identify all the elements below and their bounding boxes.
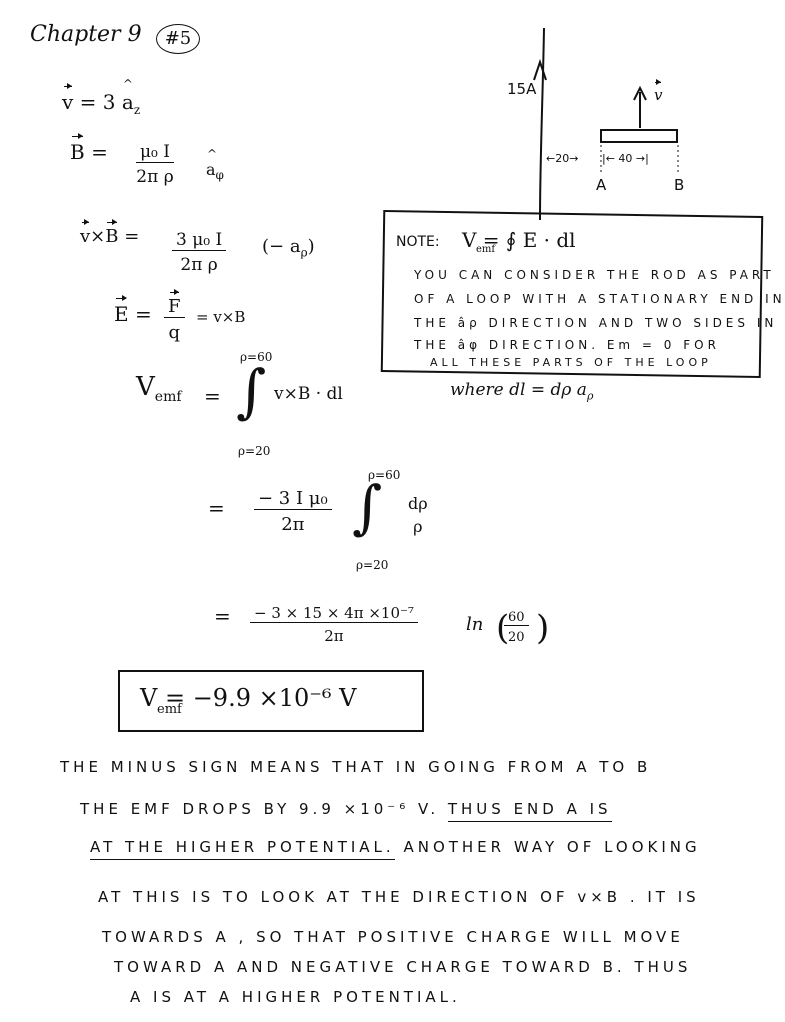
eq-vxb-unit: (− aρ) xyxy=(262,236,315,260)
velocity-label: v xyxy=(654,79,663,104)
explanation-underline-2: AT THE HIGHER POTENTIAL. xyxy=(90,838,395,860)
note-lead: NOTE: xyxy=(396,234,440,250)
eq-velocity: v = 3 az xyxy=(62,77,140,117)
current-arrow xyxy=(533,58,547,81)
eq-step2-dp-fraction: dρ ρ xyxy=(408,494,428,536)
problem-number-text: #5 xyxy=(164,28,192,49)
explanation-line-5: TOWARDS A , SO THAT POSITIVE CHARGE WILL… xyxy=(102,928,684,946)
eq-efield-rhs: = v×B xyxy=(196,308,246,326)
note-line-3: THE âρ DIRECTION AND TWO SIDES IN xyxy=(414,316,778,330)
answer-box xyxy=(118,670,424,732)
eq-vxb-lhs: v×B = xyxy=(80,219,140,247)
eq-step2-eq: = xyxy=(208,496,225,520)
note-formula-sub: emf xyxy=(476,244,496,255)
chapter-title: Chapter 9 xyxy=(30,22,142,47)
eq-efield-lhs: E = xyxy=(114,295,152,326)
end-a-label: A xyxy=(596,176,607,194)
eq-step2-fraction: − 3 I μ₀ 2π xyxy=(254,488,332,535)
dist-near-label: ←20→ xyxy=(546,152,579,165)
eq-step3-ln: ln xyxy=(466,614,484,635)
eq-efield-fraction: F q xyxy=(164,289,185,343)
eq-step3-eq: = xyxy=(214,604,231,628)
dist-rod-label: |← 40 →| xyxy=(602,152,649,165)
eq-step3-ln-fraction: 60 20 xyxy=(504,610,529,645)
eq-step3-paren-close: ) xyxy=(536,608,550,648)
eq-field-fraction: μ₀ I 2π ρ xyxy=(136,142,174,187)
current-label: 15A xyxy=(507,80,537,98)
rod xyxy=(600,129,678,143)
current-wire xyxy=(539,27,545,221)
eq-vemf-upper: ρ=60 xyxy=(240,350,273,364)
explanation-line-2: THE EMF DROPS BY 9.9 ×10⁻⁶ V. THUS END A… xyxy=(80,800,612,822)
note-line-5: ALL THESE PARTS OF THE LOOP xyxy=(430,356,712,369)
explanation-line-6: TOWARD A AND NEGATIVE CHARGE TOWARD B. T… xyxy=(114,958,692,976)
eq-vxb-fraction: 3 μ₀ I 2π ρ xyxy=(172,230,227,275)
eq-field-unit: aφ xyxy=(206,147,224,182)
eq-vemf-integrand: v×B · dl xyxy=(274,384,343,404)
note-formula: V = ∮ E · dl xyxy=(462,228,576,252)
note-line-2: OF A LOOP WITH A STATIONARY END IN xyxy=(414,292,785,306)
explanation-line-3: AT THE HIGHER POTENTIAL. ANOTHER WAY OF … xyxy=(90,838,701,860)
eq-step3-paren-open: ( xyxy=(496,608,510,648)
explanation-underline-1: THUS END A IS xyxy=(447,800,612,822)
velocity-arrow-head xyxy=(633,85,647,101)
explanation-line-7: A IS AT A HIGHER POTENTIAL. xyxy=(130,988,461,1006)
explanation-line-4: AT THIS IS TO LOOK AT THE DIRECTION OF v… xyxy=(98,888,700,906)
answer-text: V = −9.9 ×10⁻⁶ V xyxy=(140,684,357,712)
eq-step2-lower: ρ=20 xyxy=(356,558,389,572)
eq-step3-fraction: − 3 × 15 × 4π ×10⁻⁷ 2π xyxy=(250,604,418,645)
eq-field-lhs: B = xyxy=(70,133,108,164)
eq-step2-upper: ρ=60 xyxy=(368,468,401,482)
explanation-line-1: THE MINUS SIGN MEANS THAT IN GOING FROM … xyxy=(60,758,652,776)
eq-vemf-lower: ρ=20 xyxy=(238,444,271,458)
note-line-4: THE âφ DIRECTION. Em = 0 FOR xyxy=(414,338,720,352)
problem-number: #5 xyxy=(156,24,200,54)
end-b-label: B xyxy=(674,176,685,194)
eq-where-dl: where dl = dρ aρ xyxy=(450,380,594,403)
eq-step2-integral: ∫ xyxy=(352,473,383,541)
eq-vemf-integral: ∫ xyxy=(236,357,267,425)
note-line-1: YOU CAN CONSIDER THE ROD AS PART xyxy=(414,268,775,282)
answer-subscript: emf xyxy=(157,702,182,717)
eq-vemf-lhs: Vemf xyxy=(136,372,182,406)
eq-vemf-eq: = xyxy=(204,384,221,408)
